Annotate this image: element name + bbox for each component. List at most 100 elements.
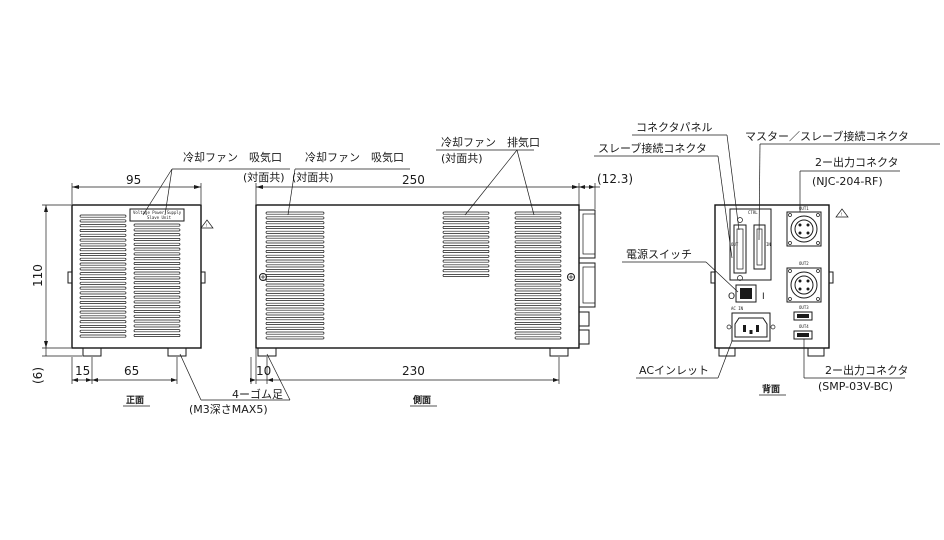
callout-master-slave-connector: マスター／スレーブ接続コネクタ: [745, 129, 909, 143]
vent-slot: [133, 276, 181, 280]
vent-slot: [442, 264, 490, 268]
output-connector-1: [786, 211, 822, 247]
vent-slot: [133, 319, 181, 323]
front-vent-slots-right: [133, 223, 181, 337]
vent-slot: [79, 277, 127, 280]
vent-slot: [514, 283, 562, 287]
callout-rubber-feet-sub: (M3深さMAX5): [189, 403, 268, 416]
callout-output-connector-bottom: 2ー出力コネクタ: [825, 363, 909, 377]
side-foot-right: [549, 347, 569, 357]
callout-power-switch: 電源スイッチ: [626, 247, 692, 261]
vent-slot: [265, 322, 325, 325]
vent-slot: [79, 320, 127, 324]
vent-slot: [133, 310, 181, 313]
vent-slot: [442, 240, 490, 244]
ac-inlet: [731, 312, 771, 342]
vent-slot: [442, 216, 490, 220]
vent-slot: [265, 259, 325, 263]
dim-side-length: 250: [402, 173, 425, 187]
back-callouts: コネクタパネル スレーブ接続コネクタ マスター／スレーブ接続コネクタ 2ー出力コ…: [594, 121, 940, 396]
vent-slot: [79, 296, 127, 300]
dim-front-width: 95: [126, 173, 141, 187]
vent-slot: [133, 247, 181, 251]
vent-slot: [265, 336, 325, 340]
side-protrusion-bottom: [578, 329, 590, 345]
vent-slot: [265, 274, 325, 277]
side-protrusion-low: [578, 311, 590, 327]
front-dimensions: 95 110 (6) 15 65: [31, 173, 202, 384]
vent-slot: [133, 262, 181, 265]
vent-slot: [265, 326, 325, 330]
vent-slot: [514, 269, 562, 273]
vent-slot: [133, 238, 181, 241]
output-connector-3: [793, 311, 813, 321]
side-view: [255, 204, 596, 357]
vent-slot: [514, 274, 562, 277]
vent-slot: [265, 288, 325, 292]
vent-slot: [265, 293, 325, 297]
vent-slot: [133, 228, 181, 232]
vent-slot: [514, 226, 562, 229]
vent-slot: [514, 302, 562, 306]
dim-front-height: 110: [31, 264, 45, 287]
vent-slot: [514, 250, 562, 253]
dim-foot-height: (6): [31, 367, 45, 384]
side-dimensions: 250 (12.3) 10 230: [250, 172, 633, 384]
front-label-plate: [129, 208, 185, 222]
callout-rubber-feet: 4ーゴム足: [232, 387, 283, 401]
callout-fan-intake-side-sub: (対面共): [292, 170, 334, 184]
vent-slot: [442, 274, 490, 277]
vent-slot: [442, 226, 490, 229]
vent-slot: [514, 326, 562, 330]
callout-fan-exhaust-sub: (対面共): [441, 151, 483, 165]
vent-slot: [265, 283, 325, 287]
view-label-back: 背面: [762, 383, 780, 395]
side-protrusion-top: [578, 209, 596, 259]
vent-slot: [514, 336, 562, 340]
vent-slot: [79, 214, 127, 218]
vent-slot: [79, 253, 127, 256]
vent-slot: [265, 226, 325, 229]
callout-fan-intake-front: 冷却ファン 吸気口: [183, 150, 282, 164]
vent-slot: [514, 312, 562, 316]
vent-slot: [265, 302, 325, 306]
vent-slot: [265, 317, 325, 321]
vent-slot: [442, 235, 490, 239]
front-foot-left: [82, 347, 102, 357]
dim-front-foot-offset: 15: [75, 364, 90, 378]
view-label-front: 正面: [126, 395, 144, 406]
side-vent-slots-exhaust-1: [442, 211, 490, 277]
panel-ctrl-label: CTRL: [748, 210, 758, 215]
front-label-line2: Slave Unit: [147, 215, 172, 220]
vent-slot: [514, 298, 562, 301]
slave-connector: [733, 224, 747, 274]
vent-slot: [265, 269, 325, 273]
vent-slot: [442, 230, 490, 234]
vent-slot: [514, 259, 562, 263]
vent-slot: [133, 252, 181, 256]
vent-slot: [79, 272, 127, 276]
vent-slot: [265, 331, 325, 335]
side-callouts: 冷却ファン 吸気口 (対面共) 冷却ファン 排気口 (対面共) 4ーゴム足 (M…: [179, 135, 540, 416]
front-left-knob: [67, 271, 73, 284]
out2-label: OUT2: [799, 261, 809, 266]
vent-slot: [133, 324, 181, 328]
vent-slot: [133, 334, 181, 337]
front-foot-right: [167, 347, 187, 357]
vent-slot: [442, 269, 490, 273]
vent-slot: [514, 278, 562, 282]
front-right-knob: [200, 271, 206, 284]
master-slave-connector: [753, 224, 766, 270]
vent-slot: [514, 317, 562, 321]
vent-slot: [514, 331, 562, 335]
callout-slave-connector: スレーブ接続コネクタ: [598, 141, 707, 155]
vent-slot: [265, 250, 325, 253]
out1-label: OUT1: [799, 206, 809, 211]
callout-fan-exhaust: 冷却ファン 排気口: [441, 135, 540, 149]
vent-slot: [265, 298, 325, 301]
caution-mark-front-glyph: !: [206, 223, 208, 228]
side-vent-slots-exhaust-2: [514, 211, 562, 340]
vent-slot: [265, 307, 325, 311]
vent-slot: [265, 240, 325, 244]
vent-slot: [133, 257, 181, 261]
